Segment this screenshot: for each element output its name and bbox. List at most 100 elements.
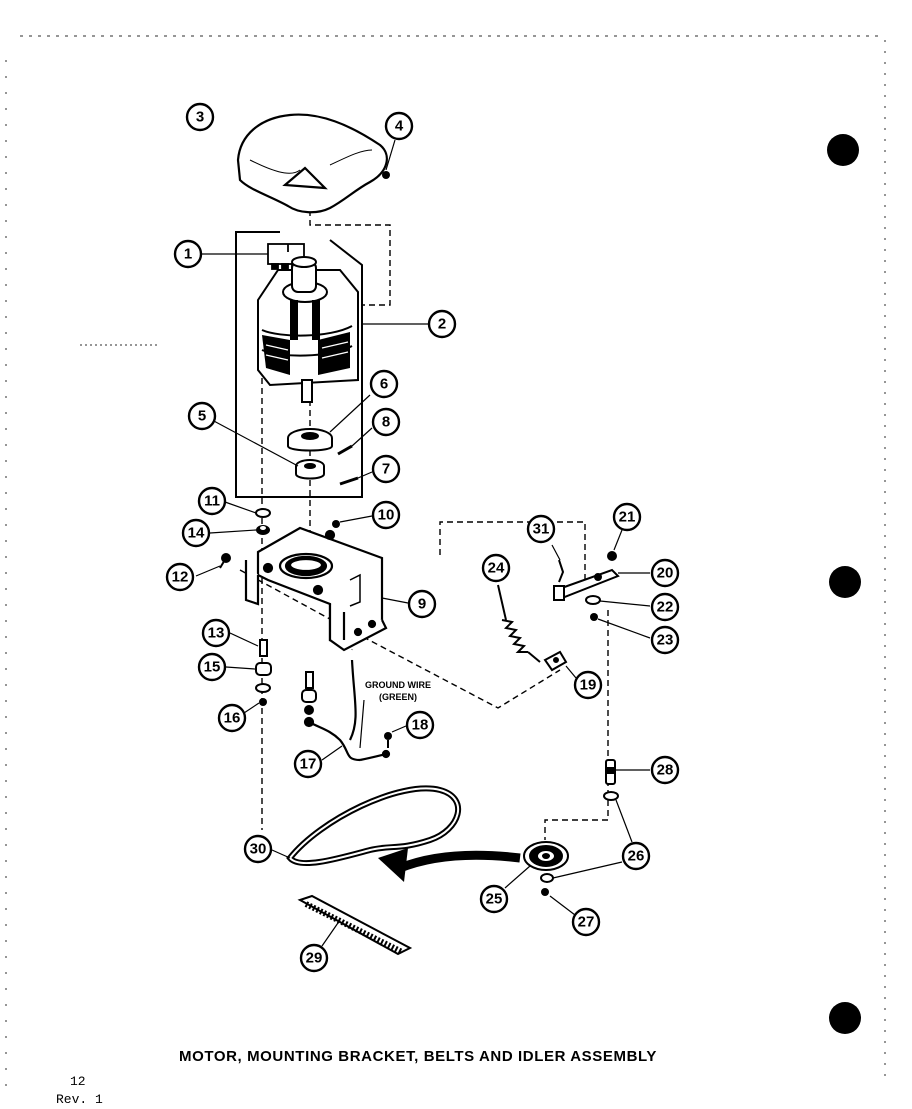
callout-21: 21 bbox=[612, 502, 642, 532]
binder-hole bbox=[827, 134, 859, 166]
svg-text:19: 19 bbox=[580, 677, 597, 694]
leader-line bbox=[321, 745, 343, 761]
callout-4: 4 bbox=[384, 111, 414, 141]
callout-22: 22 bbox=[650, 592, 680, 622]
callout-30: 30 bbox=[243, 834, 273, 864]
callout-11: 11 bbox=[197, 486, 227, 516]
motor bbox=[257, 256, 359, 403]
leader-line bbox=[385, 139, 396, 171]
ground-wire bbox=[303, 659, 391, 762]
callout-1: 1 bbox=[173, 239, 203, 269]
svg-text:4: 4 bbox=[395, 118, 404, 135]
washer-11 bbox=[255, 508, 271, 518]
svg-text:22: 22 bbox=[657, 599, 674, 616]
leader-line bbox=[271, 849, 291, 859]
svg-text:8: 8 bbox=[382, 414, 390, 431]
binder-hole bbox=[829, 566, 861, 598]
svg-text:1: 1 bbox=[184, 246, 192, 263]
callout-26: 26 bbox=[621, 841, 651, 871]
leader-line bbox=[599, 600, 651, 607]
diagram-caption: MOTOR, MOUNTING BRACKET, BELTS AND IDLER… bbox=[178, 1048, 658, 1065]
leader-line bbox=[359, 699, 365, 749]
callout-2: 2 bbox=[427, 309, 457, 339]
callout-23: 23 bbox=[650, 625, 680, 655]
callout-14: 14 bbox=[181, 518, 211, 548]
leader-line bbox=[552, 861, 623, 879]
nut-21 bbox=[607, 551, 617, 561]
washer-26-top bbox=[603, 791, 619, 801]
leader-line bbox=[243, 702, 260, 714]
leader-line bbox=[211, 419, 299, 467]
leader-line bbox=[381, 597, 409, 604]
callout-6: 6 bbox=[369, 369, 399, 399]
svg-text:10: 10 bbox=[378, 507, 395, 524]
svg-text:20: 20 bbox=[657, 565, 674, 582]
svg-text:31: 31 bbox=[533, 521, 550, 538]
svg-text:2: 2 bbox=[438, 316, 446, 333]
bolt-23 bbox=[590, 613, 598, 621]
callout-27: 27 bbox=[571, 907, 601, 937]
spacer-stack bbox=[301, 671, 317, 715]
motor-cover bbox=[236, 113, 388, 214]
callout-31: 31 bbox=[526, 514, 556, 544]
belt-routing-arrow bbox=[378, 848, 521, 882]
drive-belt bbox=[286, 785, 462, 867]
svg-text:25: 25 bbox=[486, 891, 503, 908]
nut-10 bbox=[332, 520, 340, 528]
ground-wire-color-label: (GREEN) bbox=[379, 692, 417, 702]
binder-hole bbox=[829, 1002, 861, 1034]
callout-16: 16 bbox=[217, 703, 247, 733]
motor-connector bbox=[267, 243, 305, 270]
svg-text:13: 13 bbox=[208, 625, 225, 642]
washer-16 bbox=[255, 683, 271, 706]
pulley-hub bbox=[295, 459, 325, 480]
svg-text:14: 14 bbox=[188, 525, 205, 542]
callout-10: 10 bbox=[371, 500, 401, 530]
set-screw-8 bbox=[337, 444, 353, 456]
leader-line bbox=[339, 515, 373, 523]
washer-26-bottom bbox=[540, 873, 554, 883]
revision-label: Rev. 1 bbox=[56, 1092, 103, 1107]
svg-text:27: 27 bbox=[578, 914, 595, 931]
leader-line bbox=[225, 666, 256, 670]
idler-arm bbox=[553, 568, 620, 601]
nut-27 bbox=[541, 888, 549, 896]
idler-pulley bbox=[523, 841, 569, 871]
svg-text:11: 11 bbox=[204, 493, 220, 510]
callout-9: 9 bbox=[407, 589, 437, 619]
svg-text:15: 15 bbox=[204, 659, 221, 676]
callout-5: 5 bbox=[187, 401, 217, 431]
nut-4 bbox=[382, 171, 390, 179]
leader-line bbox=[224, 501, 257, 514]
callout-29: 29 bbox=[299, 943, 329, 973]
spring-bracket-19 bbox=[543, 650, 568, 672]
callout-28: 28 bbox=[650, 755, 680, 785]
leader-line bbox=[351, 427, 373, 447]
leader-line bbox=[551, 544, 561, 561]
idler-shaft bbox=[605, 759, 616, 785]
ground-wire-label: GROUND WIRE bbox=[365, 680, 431, 690]
scan-edge bbox=[5, 35, 886, 1090]
mounting-bracket bbox=[244, 526, 388, 652]
callout-24: 24 bbox=[481, 553, 511, 583]
svg-text:5: 5 bbox=[198, 408, 206, 425]
leader-line bbox=[195, 565, 221, 577]
callout-13: 13 bbox=[201, 618, 231, 648]
svg-text:18: 18 bbox=[412, 717, 429, 734]
svg-text:17: 17 bbox=[300, 756, 317, 773]
leader-line bbox=[321, 919, 341, 947]
bolt-12 bbox=[219, 553, 231, 569]
leader-line bbox=[597, 618, 651, 639]
callout-20: 20 bbox=[650, 558, 680, 588]
leader-line bbox=[613, 529, 623, 551]
callout-8: 8 bbox=[371, 407, 401, 437]
svg-text:26: 26 bbox=[628, 848, 645, 865]
motor-group-bracket bbox=[235, 231, 363, 498]
screw-18 bbox=[384, 732, 392, 748]
svg-text:12: 12 bbox=[172, 569, 189, 586]
callout-17: 17 bbox=[293, 749, 323, 779]
callout-7: 7 bbox=[371, 454, 401, 484]
page-number: 12 bbox=[70, 1074, 86, 1089]
svg-text:24: 24 bbox=[488, 560, 505, 577]
